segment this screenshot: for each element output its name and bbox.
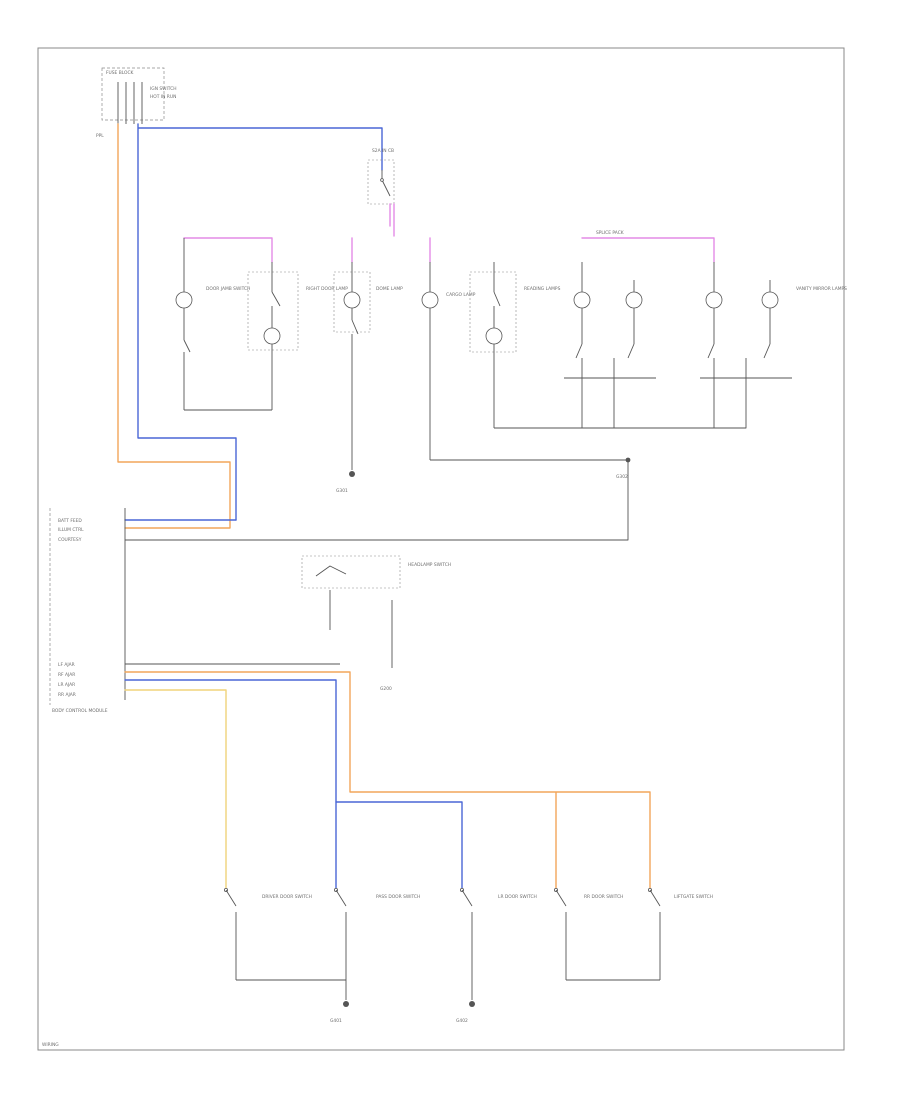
ground-splice-right	[125, 459, 629, 541]
module-pin-3: COURTESY	[58, 537, 82, 543]
ground-return-right	[494, 412, 747, 429]
module-pin-7: RR AJAR	[58, 692, 76, 698]
splice-right-label: SPLICE PACK	[596, 230, 624, 236]
pink-bus-right	[581, 237, 715, 263]
lamp-2-label: RIGHT DOOR LAMP	[306, 286, 348, 292]
lamp-1-label: DOOR JAMB SWITCH	[206, 286, 250, 292]
lamp-pair-b: VANITY MIRROR LAMPS	[700, 262, 847, 412]
splice-1-label: S2A IN CB	[372, 148, 394, 154]
lamp-4-label: CARGO LAMP	[446, 292, 476, 298]
fuse-block: FUSE BLOCK IGN SWITCH HOT IN RUN PPL	[96, 67, 177, 139]
module-name: BODY CONTROL MODULE	[52, 708, 108, 714]
switch-mid-label: HEADLAMP SWITCH	[408, 562, 451, 568]
door-switch-1: DRIVER DOOR SWITCH	[223, 888, 312, 980]
fuse-block-label: FUSE BLOCK	[106, 70, 134, 76]
lamp-3-label: DOME LAMP	[376, 286, 403, 292]
lamp-5-label: READING LAMPS	[524, 286, 561, 292]
blue-feed-wire	[137, 123, 383, 521]
ground-bottom-2-label: G402	[456, 1018, 468, 1024]
pink-drop-dome	[351, 237, 431, 263]
blue-door-wire	[124, 679, 463, 889]
module-pin-1: BATT FEED	[58, 518, 82, 524]
door-1-label: DRIVER DOOR SWITCH	[262, 894, 312, 900]
headlamp-switch: HEADLAMP SWITCH G200	[301, 555, 451, 692]
door-switch-3: LR DOOR SWITCH G402	[456, 888, 537, 1024]
door-switch-2: PASS DOOR SWITCH G401	[330, 888, 420, 1024]
door-switch-5: LIFTGATE SWITCH	[648, 888, 713, 980]
lamp-group-5: READING LAMPS	[469, 262, 561, 428]
footer-label: WIRING	[42, 1042, 59, 1048]
yellow-door-wire	[124, 689, 227, 889]
door-4-label: RR DOOR SWITCH	[584, 894, 623, 900]
door-3-label: LR DOOR SWITCH	[498, 894, 537, 900]
pink-wire-top	[389, 203, 395, 237]
ground-bottom-1-label: G401	[330, 1018, 342, 1024]
ground-2-label: G302	[616, 474, 628, 480]
orange-door-wire	[124, 671, 651, 889]
lamp-group-3: DOME LAMP G301	[333, 262, 403, 494]
diagram-frame	[37, 47, 845, 1051]
ground-mid-label: G200	[380, 686, 392, 692]
hot-run-label: HOT IN RUN	[150, 94, 176, 100]
top-switch: S2A IN CB	[367, 148, 395, 205]
module-pin-2: ILLUM CTRL	[58, 527, 84, 533]
pink-bus-left	[183, 237, 273, 263]
orange-feed-wire	[117, 123, 231, 529]
lamp-group-2: RIGHT DOOR LAMP	[247, 262, 348, 410]
module-pin-5: RF AJAR	[58, 672, 75, 678]
module-pin-4: LF AJAR	[58, 662, 75, 668]
lamp-group-4: CARGO LAMP	[421, 262, 476, 460]
door-5-label: LIFTGATE SWITCH	[674, 894, 713, 900]
lamp-group-1: DOOR JAMB SWITCH	[175, 238, 250, 410]
ground-1-label: G301	[336, 488, 348, 494]
body-control-module: BATT FEED ILLUM CTRL COURTESY LF AJAR RF…	[49, 508, 126, 714]
power-wire-label: PPL	[96, 133, 104, 139]
door-2-label: PASS DOOR SWITCH	[376, 894, 420, 900]
door-switch-4: RR DOOR SWITCH	[554, 888, 623, 980]
ign-switch-label: IGN SWITCH	[150, 86, 177, 92]
lamp-6-label: VANITY MIRROR LAMPS	[796, 286, 847, 292]
lamp-pair-a: SPLICE PACK	[564, 230, 656, 412]
module-pin-6: LR AJAR	[58, 682, 75, 688]
